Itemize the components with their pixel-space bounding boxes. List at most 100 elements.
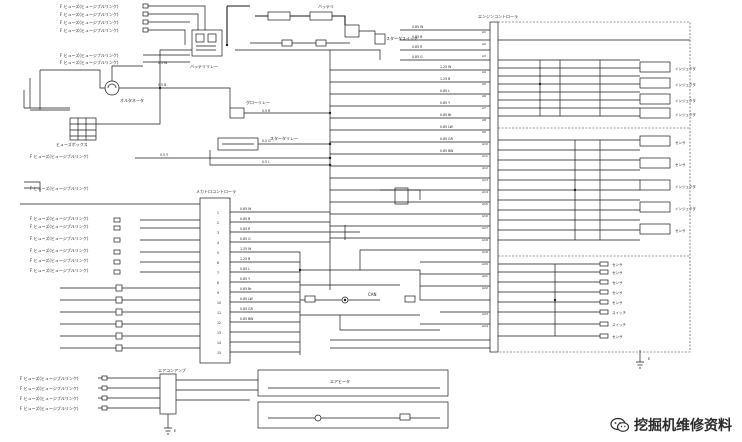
- bottom-left-label: F ヒューズ(ヒュージブルリンク): [20, 395, 79, 401]
- bottom-left-label: F ヒューズ(ヒュージブルリンク): [20, 375, 79, 381]
- ground-label: E: [648, 357, 650, 361]
- glow-relay-label: グローリレー: [246, 99, 270, 105]
- wire-code: 1.25 W: [240, 247, 252, 251]
- left-label: F ヒューズ(ヒュージブルリンク): [60, 52, 119, 58]
- bottom-left-label: F ヒューズ(ヒュージブルリンク): [20, 385, 79, 391]
- wire-code: 0.5 L: [262, 160, 270, 164]
- injector-label: インジェクタ: [675, 184, 696, 189]
- wire-code: 0.85 Y: [440, 101, 450, 105]
- can-label: CAN: [368, 292, 377, 297]
- sensor-label: センサ: [675, 228, 686, 233]
- controller-pin: 11: [217, 311, 221, 315]
- starter-switch-label: スタータスイッチ: [386, 35, 418, 41]
- battery-relay-block: バッテリリレー: [190, 29, 223, 69]
- battery-relay-label: バッテリリレー: [190, 63, 218, 69]
- controller-pin: 3: [217, 231, 219, 235]
- connector-pin: A8: [482, 118, 486, 122]
- sensor-label: センサ: [675, 162, 686, 167]
- wire-code: 0.85 L: [440, 89, 450, 93]
- can-region: CAN: [298, 187, 470, 355]
- left-label: F ヒューズ(ヒュージブルリンク): [60, 3, 119, 9]
- connector-pin: A2: [482, 42, 486, 46]
- controller-pin: 7: [217, 271, 219, 275]
- left-label: F ヒューズ(ヒュージブルリンク): [60, 19, 119, 25]
- wire-code: 0.85 BW: [440, 149, 454, 153]
- ground-label: E: [174, 429, 176, 433]
- switch-label: スイッチ: [612, 322, 626, 327]
- connector-pin: A12: [482, 166, 488, 170]
- sensor-label: センサ: [612, 334, 623, 339]
- connector-pin: A4: [482, 70, 486, 74]
- connector-pin: A15: [482, 202, 488, 206]
- alternator-label: オルタネータ: [120, 97, 144, 103]
- sensor-label: センサ: [612, 262, 623, 267]
- connector-pin: A23: [482, 312, 488, 316]
- connector-pin: A17: [482, 226, 488, 230]
- connector-pin: A21: [482, 274, 488, 278]
- engine-controller-label: エンジンコントローラ: [478, 13, 518, 19]
- controller-pin: 1: [217, 211, 219, 215]
- junction-dots: [158, 43, 577, 302]
- connector-pin: A18: [482, 238, 488, 242]
- left-top-wires: [142, 3, 250, 63]
- wire-code: 0.85 B: [412, 35, 422, 39]
- injector-label: インジェクタ: [675, 66, 696, 71]
- wire-code: 0.85 BW: [240, 317, 254, 321]
- sensor-label: センサ: [612, 300, 623, 305]
- injector-label: インジェクタ: [675, 112, 696, 117]
- connector-pin: A22: [482, 286, 488, 290]
- controller-pin: 5: [217, 251, 219, 255]
- wire-code: 0.85 R: [240, 227, 251, 231]
- injector-label: インジェクタ: [675, 98, 696, 103]
- top-center-wire-labels: 0.85 W 0.85 B 0.85 R 0.85 G 1.25 W 1.25 …: [412, 25, 454, 153]
- left-mid-fuse-labels: F ヒューズ(ヒュージブルリンク) F ヒューズ(ヒュージブルリンク) F ヒュ…: [30, 153, 89, 273]
- battery-label: バッテリ: [318, 3, 334, 9]
- bottom-left-label: F ヒューズ(ヒュージブルリンク): [20, 405, 79, 411]
- e-amp-label: エアコンアンプ: [158, 367, 186, 373]
- watermark-text: 挖掘机维修资料: [634, 418, 732, 434]
- left-label: F ヒューズ(ヒュージブルリンク): [60, 11, 119, 17]
- injector-modules: インジェクタ インジェクタ インジェクタ インジェクタ センサ センサ インジェ…: [498, 39, 696, 241]
- sensor-label: センサ: [675, 140, 686, 145]
- center-bus: [329, 29, 490, 349]
- bottom-left-fuses: F ヒューズ(ヒュージブルリンク) F ヒューズ(ヒュージブルリンク) F ヒュ…: [20, 367, 250, 435]
- left-label: F ヒューズ(ヒュージブルリンク): [60, 27, 119, 33]
- wire-code: 0.85 Br: [440, 113, 452, 117]
- connector-pin: A14: [482, 190, 488, 194]
- wire-code: 0.85 Y: [240, 277, 250, 281]
- wire-code: 0.5 B: [158, 83, 166, 87]
- left-mid-label: F ヒューズ(ヒュージブルリンク): [30, 185, 89, 191]
- connector-pin: A3: [482, 54, 486, 58]
- connector-pin: A20: [482, 262, 488, 266]
- connector-pin: A5: [482, 82, 486, 86]
- left-label: F ヒューズ(ヒュージブルリンク): [60, 59, 119, 65]
- connector-pin: A1: [482, 30, 486, 34]
- wire-code: 0.85 W: [412, 25, 424, 29]
- left-mid-label: F ヒューズ(ヒュージブルリンク): [30, 257, 89, 263]
- injector-label: インジェクタ: [675, 82, 696, 87]
- controller-pin: 15: [217, 351, 221, 355]
- engine-controller: エンジンコントローラ A1 A2 A3 A4 A5 A6 A7 A8 A9 A1…: [478, 13, 518, 353]
- right-lower-sensors: センサ センサ センサ センサ センサ スイッチ スイッチ センサ E: [498, 255, 690, 369]
- controller-label: メカトロコントローラ: [196, 188, 236, 194]
- controller-pin: 8: [217, 281, 219, 285]
- air-heater-boxes: エアヒータ: [250, 369, 449, 429]
- engine-housing: [498, 21, 691, 353]
- wechat-icon: [610, 417, 630, 432]
- connector-pin: A6: [482, 94, 486, 98]
- wire-code: 0.85 W: [240, 207, 252, 211]
- controller-pin: 10: [217, 301, 221, 305]
- wire-code: 0.85 B: [240, 217, 250, 221]
- fuse-box-label: ヒューズボックス: [56, 141, 88, 147]
- connector-pin: A19: [482, 250, 488, 254]
- wire-code: 0.85 Br: [240, 287, 252, 291]
- sensor-label: センサ: [612, 270, 623, 275]
- left-mid-label: F ヒューズ(ヒュージブルリンク): [30, 235, 89, 241]
- connector-pin: A7: [482, 106, 486, 110]
- relay-block: グローリレー スタータリレー: [160, 87, 330, 166]
- wire-code: 0.5 G: [262, 139, 271, 143]
- wire-code: 0.85 LW: [440, 125, 454, 129]
- wire-code: 0.5 Y: [160, 153, 168, 157]
- wire-code: 0.5 R: [262, 109, 271, 113]
- starter-relay-label: スタータリレー: [270, 135, 298, 141]
